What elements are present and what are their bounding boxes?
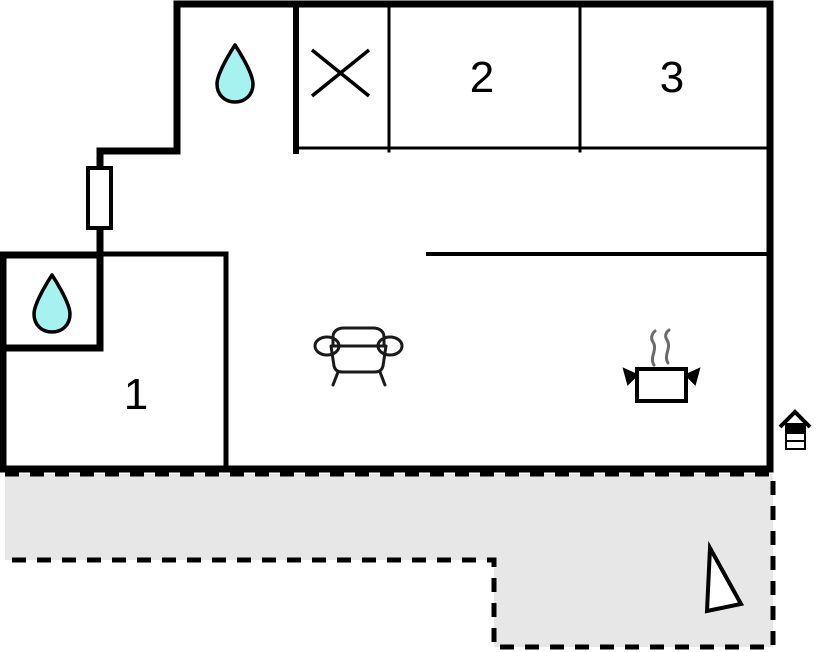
sofa-backrest [331,326,386,347]
building-interior [3,3,771,469]
terrace-area [5,471,776,650]
room-number-3: 3 [660,53,684,102]
house-roof [778,409,812,429]
water-drop-shape-upper [215,43,255,104]
water-drop-icon [215,43,255,104]
sofa-arm-right [376,335,404,357]
house-window-upper [785,432,806,442]
lower-block-fill [3,151,771,469]
sofa-leg-left [331,370,340,387]
sofa-icon [313,326,404,387]
pot-handle-right [684,367,701,386]
terrace-fill [5,474,773,647]
cross-stroke-2 [310,48,371,98]
house-upper-band [785,423,806,434]
upper-block-fill [177,3,771,151]
room-labels: 1 2 3 [124,53,684,419]
cross-icon [310,48,371,98]
house-icon [778,409,812,450]
window-icon [86,166,113,230]
pot-body [635,367,688,403]
room-number-1: 1 [124,370,148,419]
cooking-pot-icon [622,328,701,403]
sofa-seat [329,344,388,374]
sofa-leg-right [378,370,387,387]
parasol-icon [704,540,745,614]
water-drop-shape-lower [32,273,72,334]
steam-lines [650,328,671,367]
parasol-shape [704,540,745,614]
steam-line-1 [650,329,657,367]
bathroom-lower-walls [0,251,104,352]
steam-line-2 [664,328,671,365]
window-shape [86,166,113,230]
house-window-lower [785,440,806,450]
bathroom-lower-outline [0,251,104,352]
sofa-arm-left [313,335,341,357]
room-number-2: 2 [470,53,494,102]
terrace-dashed-border [5,471,776,650]
water-drop-icon-lower [32,273,72,334]
pot-handle-left [622,367,639,386]
